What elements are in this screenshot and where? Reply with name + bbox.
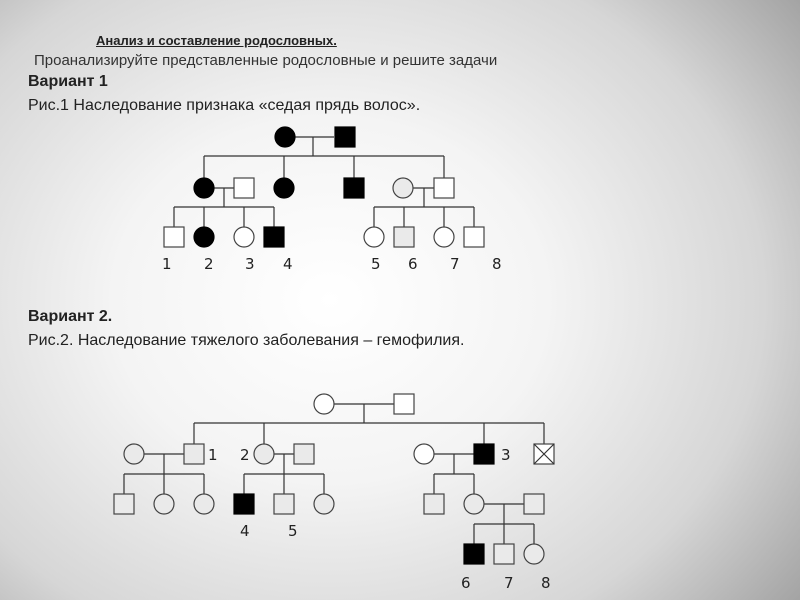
healthy-female [463, 493, 485, 515]
instructions: Проанализируйте представленные родословн… [34, 52, 498, 69]
individual-label: 5 [288, 522, 298, 540]
affected-male [463, 543, 485, 565]
healthy-female [413, 443, 435, 465]
figure-2-caption: Рис.2. Наследование тяжелого заболевания… [28, 332, 465, 349]
unaffected-male [163, 226, 185, 248]
individual-label: 6 [461, 574, 471, 592]
individual-label: 2 [204, 255, 214, 273]
healthy-male [423, 493, 445, 515]
variant-2-heading: Вариант 2. [28, 308, 113, 325]
affected-female [193, 177, 215, 199]
healthy-female [153, 493, 175, 515]
individual-label: 1 [162, 255, 172, 273]
healthy-female [313, 393, 335, 415]
unaffected-female [433, 226, 455, 248]
healthy-male [493, 543, 515, 565]
affected-male [263, 226, 285, 248]
healthy-male [523, 493, 545, 515]
healthy-male [183, 443, 205, 465]
healthy-female [523, 543, 545, 565]
figure-1-caption: Рис.1 Наследование признака «седая прядь… [28, 97, 421, 114]
healthy-female [193, 493, 215, 515]
healthy-female [313, 493, 335, 515]
healthy-male [393, 393, 415, 415]
unaffected-female [233, 226, 255, 248]
individual-label: 7 [450, 255, 460, 273]
individual-label: 1 [208, 446, 218, 464]
affected-female [193, 226, 215, 248]
unaffected-female [392, 177, 414, 199]
unaffected-male [433, 177, 455, 199]
pedigree-1-lines [173, 136, 475, 227]
affected-male [334, 126, 356, 148]
individual-label: 2 [240, 446, 250, 464]
affected-female [274, 126, 296, 148]
healthy-female [123, 443, 145, 465]
affected-male [233, 493, 255, 515]
healthy-female [253, 443, 275, 465]
individual-label: 6 [408, 255, 418, 273]
pedigree-1: 1 2 3 4 5 6 7 8 [162, 126, 502, 273]
unaffected-male [393, 226, 415, 248]
variant-1-heading: Вариант 1 [28, 73, 108, 90]
individual-label: 7 [504, 574, 514, 592]
pedigree-2-lines [123, 403, 545, 544]
individual-label: 4 [283, 255, 293, 273]
pedigree-2: 1 2 3 4 5 6 7 8 [113, 393, 555, 592]
individual-label: 8 [541, 574, 551, 592]
healthy-male [293, 443, 315, 465]
unaffected-male [463, 226, 485, 248]
individual-label: 8 [492, 255, 502, 273]
page-title: Анализ и составление родословных. [96, 33, 337, 48]
affected-male [473, 443, 495, 465]
unaffected-male [233, 177, 255, 199]
deceased-male [533, 443, 555, 465]
affected-male [343, 177, 365, 199]
affected-female [273, 177, 295, 199]
healthy-male [113, 493, 135, 515]
individual-label: 3 [501, 446, 511, 464]
individual-label: 5 [371, 255, 381, 273]
healthy-male [273, 493, 295, 515]
unaffected-female [363, 226, 385, 248]
individual-label: 4 [240, 522, 250, 540]
individual-label: 3 [245, 255, 255, 273]
